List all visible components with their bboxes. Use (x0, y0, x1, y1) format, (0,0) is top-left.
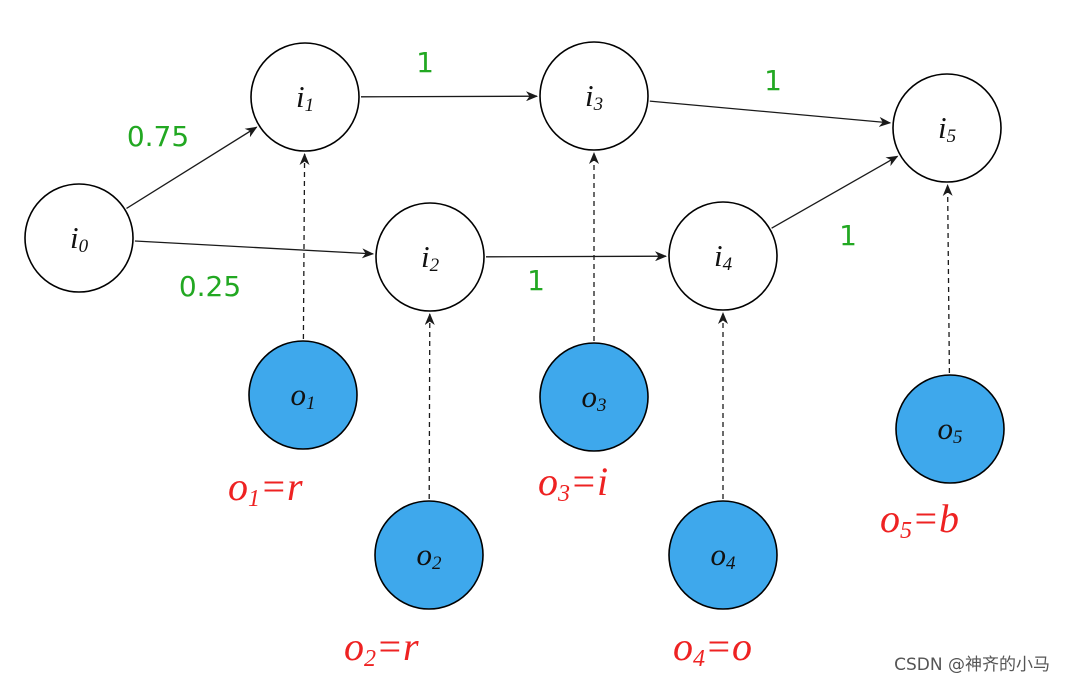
hidden-state-label-i4: i4 (714, 238, 733, 275)
hidden-state-label-i1: i1 (296, 79, 314, 116)
observation-value-o2: o2=r (344, 624, 419, 672)
observation-label-o4: o4 (711, 537, 737, 574)
observation-value-o1: o1=r (228, 464, 303, 512)
transition-arrow-i4-i5 (771, 155, 899, 229)
hidden-state-label-i0: i0 (70, 220, 89, 257)
transition-weight-i0-i2: 0.25 (179, 270, 241, 303)
transition-arrow-i2-i4 (485, 251, 667, 262)
transition-weight-i4-i5: 1 (839, 219, 857, 252)
transition-arrow-i0-i2 (134, 240, 375, 259)
observation-circle-o5 (895, 374, 1005, 484)
hidden-state-circle-i1 (250, 42, 360, 152)
labels-layer: 0.75 0.25 1 1 1 1 o1=r o2=r o3=i o4=o o5=b (127, 46, 959, 672)
emission-arrow-o5-i5 (942, 184, 953, 374)
observation-value-o5: o5=b (880, 496, 959, 544)
hidden-state-label-i2: i2 (421, 239, 440, 276)
observation-circle-o3 (539, 342, 649, 452)
csdn-watermark: CSDN @神齐的小马 (894, 655, 1050, 675)
nodes-layer: i0 i1 i2 i3 i4 i5 o1 o2 o3 o4 o5 (24, 41, 1005, 610)
hidden-state-circle-i0 (24, 183, 134, 293)
observation-value-o3: o3=i (538, 459, 608, 507)
transition-weight-i2-i4: 1 (527, 264, 545, 297)
observation-value-o4: o4=o (673, 624, 752, 672)
transition-weight-i1-i3: 1 (416, 46, 434, 79)
observation-label-o5: o5 (938, 411, 963, 448)
edges-layer (126, 91, 953, 500)
observation-circle-o2 (374, 500, 484, 610)
observation-label-o1: o1 (291, 377, 316, 414)
transition-weight-i3-i5: 1 (764, 64, 782, 97)
hidden-state-label-i3: i3 (585, 78, 603, 115)
hidden-state-circle-i2 (375, 202, 485, 312)
emission-arrow-o2-i2 (424, 313, 435, 500)
observation-circle-o1 (248, 340, 358, 450)
observation-label-o2: o2 (417, 537, 443, 574)
transition-arrow-i0-i1 (126, 126, 258, 209)
hidden-state-label-i5: i5 (938, 110, 956, 147)
observation-circle-o4 (668, 500, 778, 610)
emission-arrow-o1-i1 (299, 153, 310, 340)
hidden-state-circle-i3 (539, 41, 649, 151)
transition-weight-i0-i1: 0.75 (127, 120, 189, 153)
hidden-state-circle-i4 (668, 201, 778, 311)
observation-label-o3: o3 (582, 379, 607, 416)
hidden-state-circle-i5 (892, 73, 1002, 183)
transition-arrow-i3-i5 (649, 100, 892, 127)
transition-arrow-i1-i3 (360, 91, 538, 102)
